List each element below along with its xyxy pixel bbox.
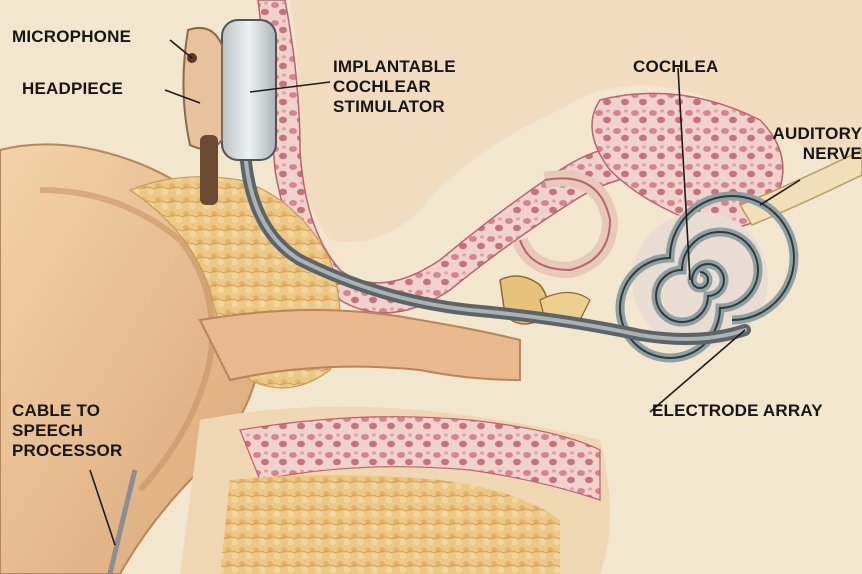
label-cable-line: PROCESSOR <box>12 441 122 461</box>
label-cable: CABLE TO SPEECH PROCESSOR <box>12 401 122 461</box>
label-stimulator-line: COCHLEAR <box>333 77 456 97</box>
label-auditory-nerve-line: NERVE <box>760 144 862 164</box>
label-stimulator-line: IMPLANTABLE <box>333 57 456 77</box>
label-auditory-nerve: AUDITORY NERVE <box>760 124 862 164</box>
label-auditory-nerve-line: AUDITORY <box>760 124 862 144</box>
label-stimulator: IMPLANTABLE COCHLEAR STIMULATOR <box>333 57 456 117</box>
label-cochlea: COCHLEA <box>633 57 718 77</box>
headpiece-stem <box>200 135 218 205</box>
headpiece-shape <box>183 28 222 149</box>
label-electrode-array: ELECTRODE ARRAY <box>652 401 823 421</box>
label-microphone: MICROPHONE <box>12 27 131 47</box>
label-cable-line: CABLE TO <box>12 401 122 421</box>
label-headpiece: HEADPIECE <box>22 79 123 99</box>
label-cable-line: SPEECH <box>12 421 122 441</box>
label-stimulator-line: STIMULATOR <box>333 97 456 117</box>
